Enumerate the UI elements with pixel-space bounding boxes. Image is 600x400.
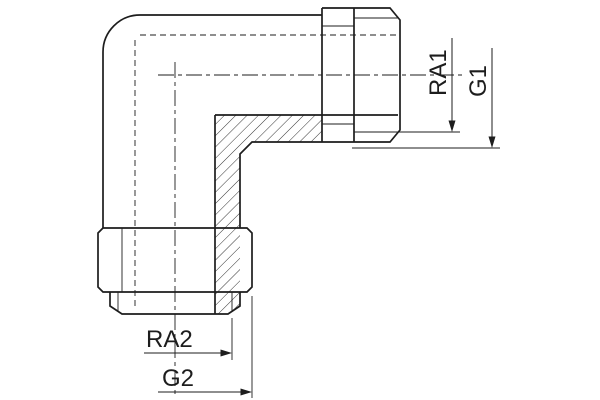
dimension-label-g1: G1 bbox=[465, 65, 492, 97]
stud-thread-outline bbox=[109, 292, 241, 315]
ra1-arrowhead bbox=[448, 120, 456, 132]
dimension-label-ra1: RA1 bbox=[425, 49, 452, 96]
hex-nut-outline bbox=[97, 227, 253, 293]
g1-arrowhead bbox=[488, 136, 496, 148]
section-hatch bbox=[215, 115, 322, 314]
elbow-body bbox=[102, 14, 398, 314]
centerlines bbox=[158, 62, 462, 395]
dimension-label-ra2: RA2 bbox=[146, 326, 193, 353]
dimension-label-g2: G2 bbox=[162, 365, 194, 392]
dimension-ra2: RA2 bbox=[144, 318, 233, 360]
hatched-cross-section bbox=[215, 115, 322, 314]
hidden-bore-lines bbox=[134, 34, 396, 310]
right-connector-outer-profile bbox=[239, 7, 401, 228]
dimension-g1: G1 bbox=[352, 48, 500, 149]
g2-arrowhead bbox=[240, 388, 252, 396]
dimension-ra1: RA1 bbox=[396, 38, 460, 133]
dimension-g2: G2 bbox=[158, 296, 253, 398]
bottom-connector bbox=[97, 227, 253, 315]
body-outer-profile bbox=[102, 14, 322, 228]
right-connector bbox=[239, 7, 401, 228]
ra2-arrowhead bbox=[220, 349, 232, 357]
